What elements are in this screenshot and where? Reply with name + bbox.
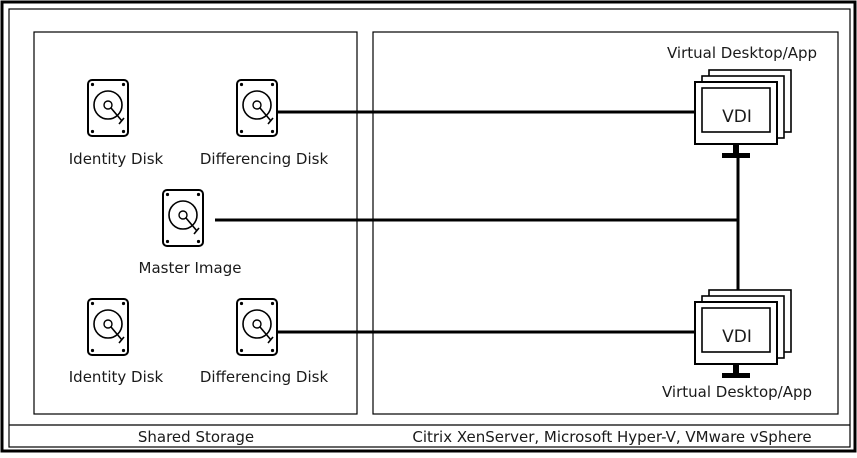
hard-disk-icon bbox=[236, 298, 278, 356]
hard-disk-icon bbox=[87, 298, 129, 356]
vdi-top-caption: Virtual Desktop/App bbox=[667, 44, 817, 62]
hard-disk-icon bbox=[162, 189, 204, 247]
vdi-bottom-caption: Virtual Desktop/App bbox=[662, 383, 812, 401]
vdi-top-screen-text: VDI bbox=[722, 107, 752, 127]
hypervisor-footer: Citrix XenServer, Microsoft Hyper-V, VMw… bbox=[412, 428, 812, 446]
shared-storage-footer: Shared Storage bbox=[137, 428, 255, 446]
vdi-bottom-screen-text: VDI bbox=[722, 327, 752, 347]
hard-disk-icon bbox=[236, 79, 278, 137]
master-image-label: Master Image bbox=[138, 259, 242, 277]
hypervisor-panel bbox=[372, 31, 839, 415]
hard-disk-icon bbox=[87, 79, 129, 137]
shared-storage-panel bbox=[33, 31, 358, 415]
differencing-disk-top-label: Differencing Disk bbox=[199, 150, 329, 168]
differencing-disk-bottom-label: Differencing Disk bbox=[199, 368, 329, 386]
identity-disk-bottom-label: Identity Disk bbox=[68, 368, 164, 386]
identity-disk-top-label: Identity Disk bbox=[68, 150, 164, 168]
inner-frame bbox=[8, 8, 851, 448]
